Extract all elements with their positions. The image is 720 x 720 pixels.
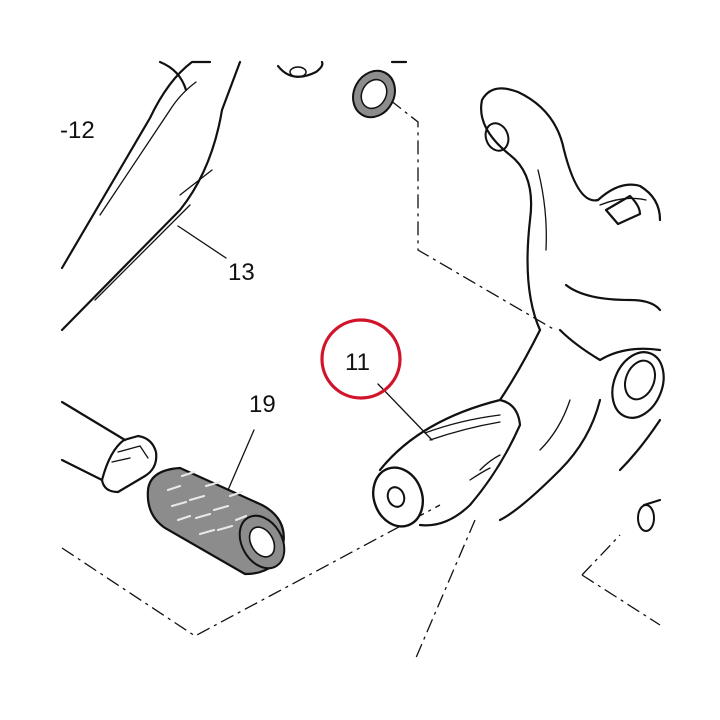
callout-label-12: -12 <box>60 117 95 144</box>
callout-label-11: 11 <box>345 349 370 376</box>
top-fragment <box>276 60 408 78</box>
highlight-circle <box>320 318 402 400</box>
peg-shaft <box>60 400 158 494</box>
callout-label-13: 13 <box>228 259 255 286</box>
part-13-lever-arm <box>60 60 242 332</box>
part-19-rubber-sleeve <box>146 466 286 576</box>
assembly-axis-lines <box>61 99 661 661</box>
callout-label-19: 19 <box>249 391 276 418</box>
top-washer <box>352 69 396 119</box>
leader-lines <box>177 225 433 491</box>
part-11-footrest-peg <box>372 398 522 528</box>
main-bracket <box>480 87 665 532</box>
